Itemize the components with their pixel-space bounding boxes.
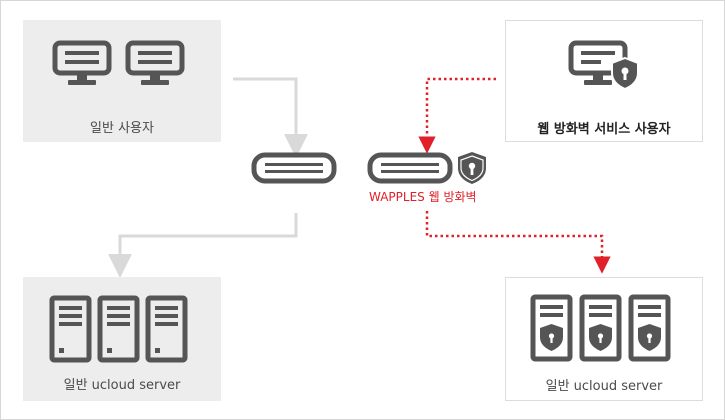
waf-user-to-firewall-line xyxy=(418,77,496,154)
general-user-box: 일반 사용자 xyxy=(23,20,221,142)
monitor-shield-icon xyxy=(568,40,639,91)
waf-user-box: 웹 방화벽 서비스 사용자 xyxy=(505,20,703,142)
server-shield-icon xyxy=(628,294,671,362)
switch-icon xyxy=(251,152,337,184)
general-user-label: 일반 사용자 xyxy=(90,121,154,136)
server-shield-icon xyxy=(579,294,622,362)
general-server-label: 일반 ucloud server xyxy=(63,378,181,393)
server-icon xyxy=(49,295,92,363)
waf-user-label: 웹 방화벽 서비스 사용자 xyxy=(537,122,671,137)
monitor-icon xyxy=(125,40,185,85)
server-icon xyxy=(145,295,188,363)
user-to-switch-line xyxy=(233,77,308,158)
protected-server-label: 일반 ucloud server xyxy=(545,379,663,394)
switch-to-general-server-line xyxy=(108,213,298,278)
monitor-icon xyxy=(52,40,112,85)
server-icon xyxy=(97,295,140,363)
firewall-label: WAPPLES 웹 방화벽 xyxy=(369,190,477,204)
general-server-box: 일반 ucloud server xyxy=(23,277,221,401)
server-shield-icon xyxy=(530,294,573,362)
firewall-to-protected-server-line xyxy=(425,211,611,274)
switch-shield-icon xyxy=(367,152,486,184)
protected-server-box: 일반 ucloud server xyxy=(505,277,703,401)
